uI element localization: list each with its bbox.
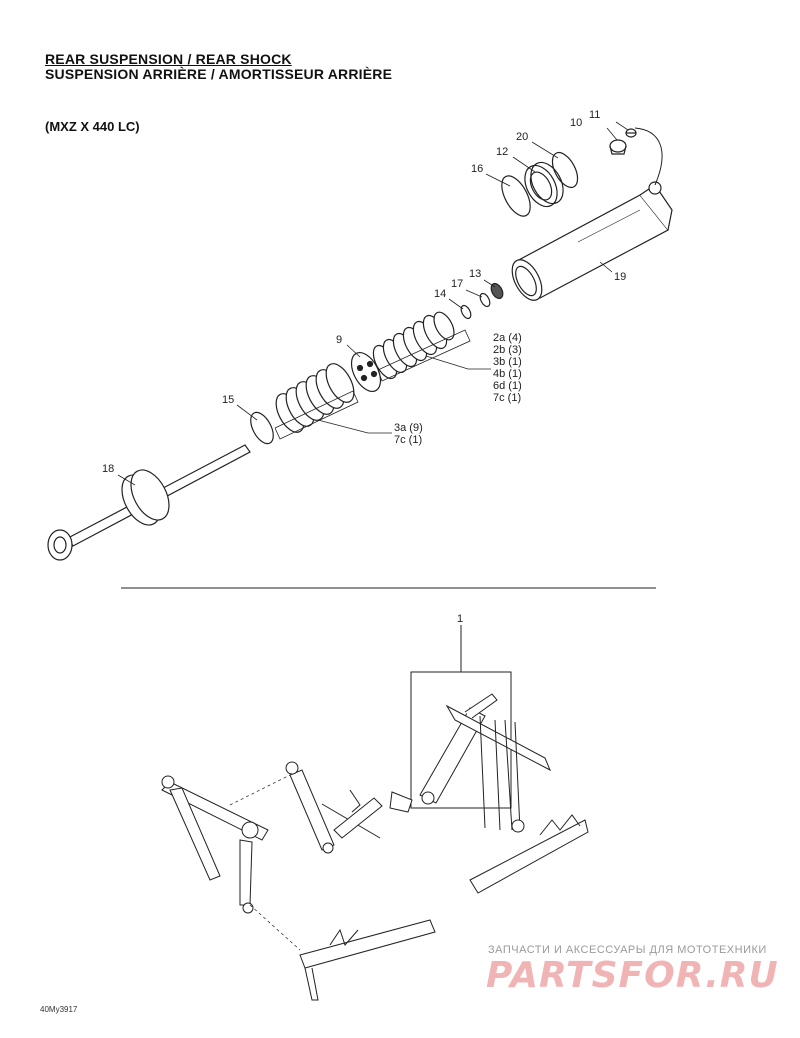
callout-13: 13 — [469, 268, 481, 280]
model-label: (MXZ X 440 LC) — [45, 119, 140, 134]
valve-stack-lower — [275, 363, 355, 433]
page-title: REAR SUSPENSION / REAR SHOCK — [45, 51, 292, 67]
figure-code: 40My3917 — [40, 1005, 78, 1014]
washer-17 — [479, 292, 491, 308]
shock-body — [511, 181, 673, 301]
callout-16: 16 — [471, 163, 483, 175]
kit-upper-item: 2a (4) — [493, 332, 522, 344]
kit-upper-item: 4b (1) — [493, 368, 522, 380]
kit-upper-item: 3b (1) — [493, 356, 522, 368]
watermark-logo: PARTSFOR.RU — [486, 955, 779, 996]
washer-15 — [250, 411, 274, 445]
callout-18: 18 — [102, 463, 114, 475]
callout-19: 19 — [614, 271, 626, 283]
kit-lower-item: 7c (1) — [394, 434, 422, 446]
watermark-tagline: ЗАПЧАСТИ И АКСЕССУАРЫ ДЛЯ МОТОТЕХНИКИ — [488, 944, 767, 956]
ring-16 — [501, 175, 531, 217]
callout-15: 15 — [222, 394, 234, 406]
kit-upper-item: 6d (1) — [493, 380, 522, 392]
shaft-18 — [47, 444, 251, 561]
o-ring-20 — [551, 151, 579, 189]
callout-12: 12 — [496, 146, 508, 158]
kit-upper-item: 2b (3) — [493, 344, 522, 356]
kit-upper-item: 7c (1) — [493, 392, 521, 404]
callout-1: 1 — [457, 613, 463, 625]
cap-12 — [524, 161, 564, 208]
callout-14: 14 — [434, 288, 446, 300]
callout-10: 10 — [570, 117, 582, 129]
hose-line — [634, 127, 663, 186]
nut-13 — [490, 282, 504, 300]
callout-20: 20 — [516, 131, 528, 143]
callout-9: 9 — [336, 334, 342, 346]
callout-17: 17 — [451, 278, 463, 290]
washer-14 — [460, 304, 472, 320]
fitting-10 — [609, 139, 627, 155]
kit-lower-item: 3a (9) — [394, 422, 423, 434]
page-subtitle: SUSPENSION ARRIÈRE / AMORTISSEUR ARRIÈRE — [45, 66, 393, 82]
callout-11: 11 — [589, 109, 600, 121]
valve-stack-upper — [372, 311, 455, 380]
fitting-11 — [625, 128, 637, 138]
leader-lines — [117, 121, 629, 486]
suspension-assembly — [161, 625, 589, 1001]
